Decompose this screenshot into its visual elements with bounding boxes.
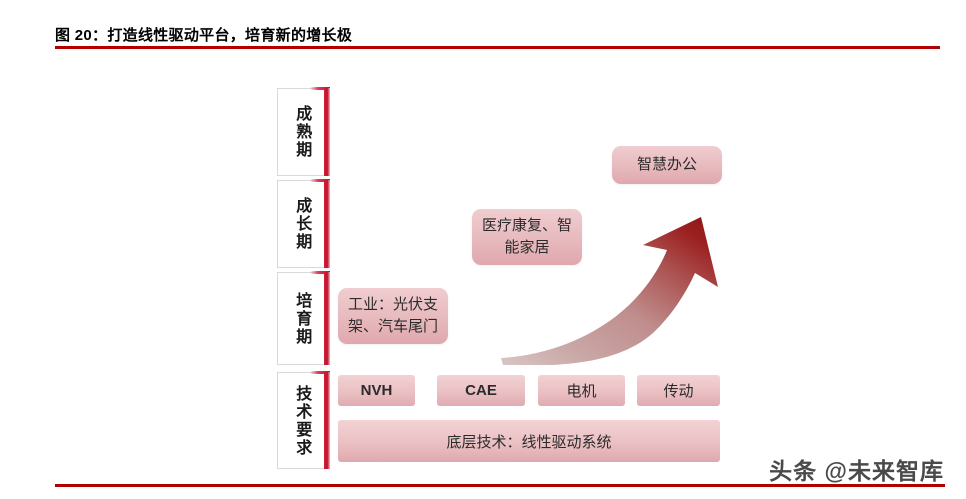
application-card-industrial[interactable]: 工业：光伏支架、汽车尾门 — [338, 288, 448, 344]
application-card-medical-smarthome[interactable]: 医疗康复、智能家居 — [472, 209, 582, 265]
figure-title: 图 20：打造线性驱动平台，培育新的增长极 — [55, 27, 353, 44]
stage-nurturing[interactable]: 培育期 — [277, 271, 330, 365]
growth-arrow-icon — [501, 217, 718, 365]
stage-tech-requirement-label: 技术要求 — [293, 384, 311, 457]
foundation-technology-bar[interactable]: 底层技术：线性驱动系统 — [338, 420, 720, 462]
stage-nurturing-label: 培育期 — [293, 291, 311, 346]
watermark: 头条 @未来智库 — [769, 458, 944, 484]
title-divider-rule — [55, 46, 940, 49]
stage-tech-requirement[interactable]: 技术要求 — [277, 371, 330, 469]
tech-box-motor[interactable]: 电机 — [538, 375, 625, 406]
tech-box-nvh[interactable]: NVH — [338, 375, 415, 406]
stage-maturity-label: 成熟期 — [293, 105, 311, 159]
stage-growth[interactable]: 成长期 — [277, 179, 330, 268]
tech-box-transmission[interactable]: 传动 — [637, 375, 720, 406]
tech-box-cae[interactable]: CAE — [437, 375, 525, 406]
stage-growth-label: 成长期 — [293, 197, 311, 251]
stage-maturity[interactable]: 成熟期 — [277, 87, 330, 176]
application-card-smart-office[interactable]: 智慧办公 — [612, 146, 722, 184]
footer-divider-rule — [55, 484, 945, 487]
